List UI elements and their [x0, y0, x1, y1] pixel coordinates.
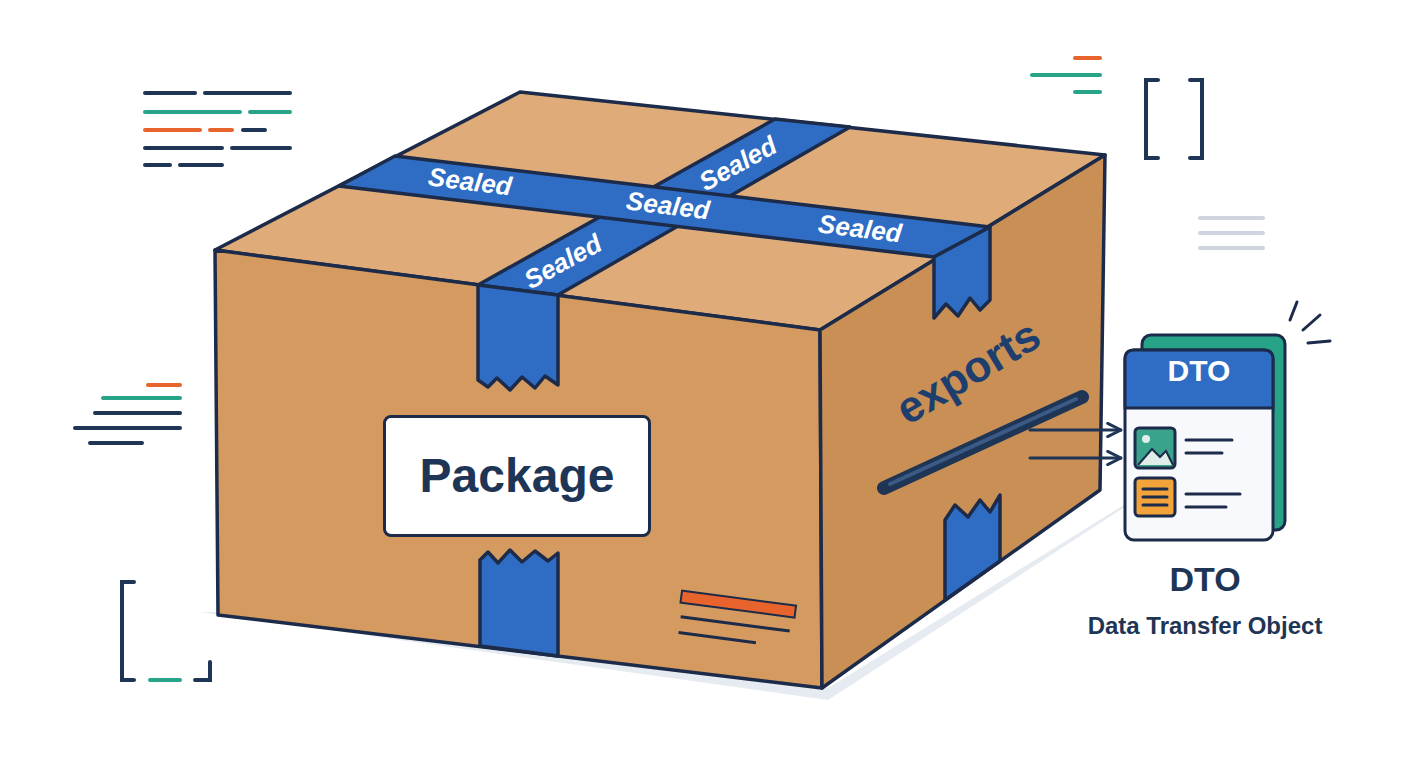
spark-line: [1303, 315, 1320, 330]
deco-line: [1075, 90, 1100, 94]
deco-line: [148, 383, 180, 387]
bracket: [1146, 80, 1158, 158]
deco-line: [145, 163, 170, 167]
deco-line: [1200, 246, 1263, 250]
tape-text: Sealed: [427, 162, 514, 203]
shipping-label: [680, 591, 796, 618]
card-line: [1186, 506, 1226, 509]
spark-line: [1308, 341, 1330, 343]
card-front: [1125, 350, 1273, 540]
box-front: [215, 250, 822, 688]
image-icon: [1138, 449, 1173, 465]
deco-line: [150, 678, 180, 682]
tape-text: Sealed: [519, 228, 607, 296]
bracket: [1190, 80, 1202, 158]
box-top: [215, 92, 1105, 330]
deco-line: [145, 110, 240, 114]
card-header-text: DTO: [1125, 354, 1273, 388]
shipping-label-line: [681, 617, 790, 631]
card-line: [1186, 452, 1222, 455]
deco-line: [1032, 73, 1100, 77]
deco-line: [243, 128, 265, 132]
deco-line: [145, 128, 200, 132]
dto-heading: DTO: [1045, 560, 1365, 599]
deco-line: [180, 163, 222, 167]
deco-line: [205, 91, 290, 95]
image-icon: [1135, 428, 1175, 468]
shipping-label-line: [679, 633, 756, 643]
export-arrow: [1030, 457, 1121, 460]
package-label: Package: [383, 415, 651, 537]
dto-subtitle: Data Transfer Object: [1045, 612, 1365, 640]
dto-card: DTODTOData Transfer Object: [1125, 340, 1285, 540]
tape-strip: [480, 550, 558, 656]
tape-band: [478, 119, 850, 295]
list-icon: [1143, 488, 1167, 491]
card-line: [1186, 439, 1232, 442]
deco-line: [145, 146, 222, 150]
deco-line: [90, 441, 142, 445]
exports-label: exports: [887, 310, 1049, 435]
list-icon: [1143, 504, 1167, 507]
tape-text: Sealed: [625, 186, 712, 227]
deco-line: [1200, 231, 1263, 235]
list-icon: [1143, 496, 1167, 499]
bracket: [122, 582, 134, 680]
tape-strip: [478, 285, 558, 390]
deco-line: [103, 396, 180, 400]
spark-line: [1290, 302, 1297, 320]
card-line: [1186, 493, 1240, 496]
deco-line: [75, 426, 180, 430]
image-icon: [1142, 435, 1150, 443]
deco-line: [210, 128, 232, 132]
tape-text: Sealed: [817, 209, 904, 250]
box-shadow: [200, 495, 1140, 700]
tape-band: [339, 156, 990, 257]
deco-line: [145, 91, 195, 95]
card-header: [1125, 350, 1273, 408]
export-arrow: [1030, 429, 1121, 432]
deco-line: [1075, 56, 1100, 60]
tape-strip: [945, 495, 1000, 600]
deco-line: [232, 146, 290, 150]
bracket: [195, 662, 210, 680]
list-icon: [1135, 478, 1175, 516]
deco-line: [95, 411, 180, 415]
deco-line: [250, 110, 290, 114]
tape-text: Sealed: [694, 130, 782, 198]
package-box: Packageexports: [215, 90, 1030, 690]
tape-strip: [934, 227, 990, 318]
deco-line: [1200, 216, 1263, 220]
